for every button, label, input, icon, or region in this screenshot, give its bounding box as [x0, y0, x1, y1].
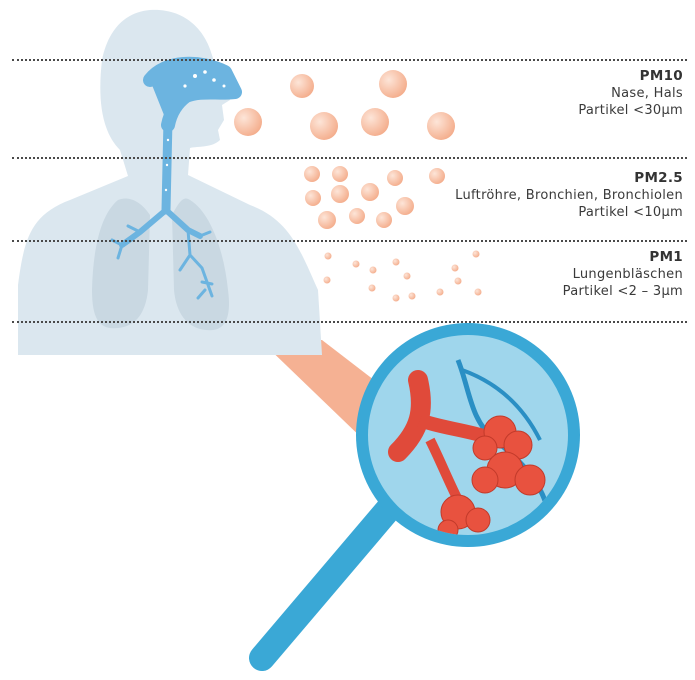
- pm1-region: Lungenbläschen: [563, 266, 683, 283]
- pm25-size: Partikel <10µm: [455, 204, 683, 221]
- pm1-divider: [12, 240, 687, 242]
- pm1-size: Partikel <2 – 3µm: [563, 283, 683, 300]
- pm1-label: PM1 Lungenbläschen Partikel <2 – 3µm: [563, 249, 683, 300]
- pm10-divider: [12, 59, 687, 61]
- pm10-label: PM10 Nase, Hals Partikel <30µm: [578, 68, 683, 119]
- bottom-divider: [12, 321, 687, 323]
- pm25-code: PM2.5: [455, 170, 683, 187]
- pm10-size: Partikel <30µm: [578, 102, 683, 119]
- pm1-particles: [324, 251, 482, 302]
- pm25-label: PM2.5 Luftröhre, Bronchien, Bronchiolen …: [455, 170, 683, 221]
- pm10-code: PM10: [578, 68, 683, 85]
- pm25-region: Luftröhre, Bronchien, Bronchiolen: [455, 187, 683, 204]
- pm25-divider: [12, 157, 687, 159]
- pm10-particles: [234, 70, 455, 140]
- pm25-particles: [304, 166, 445, 229]
- pm1-code: PM1: [563, 249, 683, 266]
- pm10-region: Nase, Hals: [578, 85, 683, 102]
